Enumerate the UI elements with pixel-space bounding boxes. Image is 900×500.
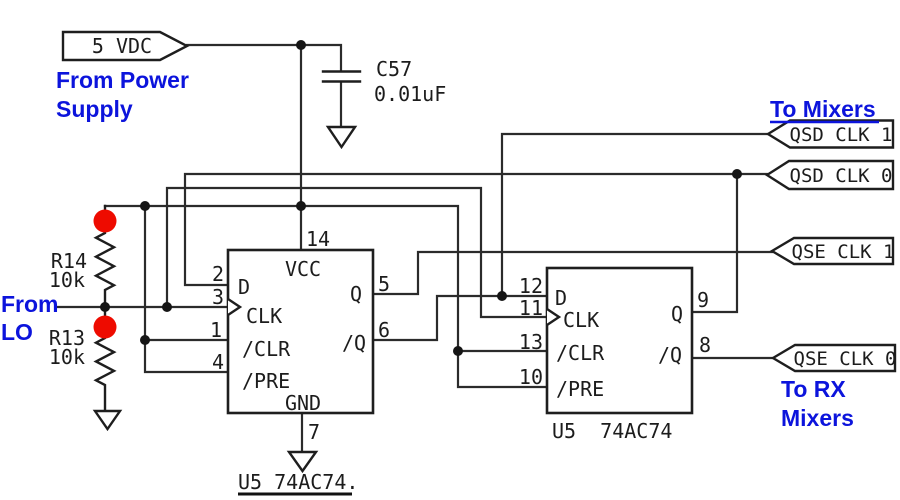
from-lo-line1: From (1, 291, 59, 317)
clock-triangle-ff1 (227, 298, 243, 316)
power-flag: 5 VDC (61, 30, 190, 62)
wire-5vdc-to-vcc (185, 43, 303, 252)
flag-shape (770, 343, 897, 373)
ff1-d-label: D (238, 275, 250, 299)
from-power-supply-line1: From Power (56, 67, 189, 93)
ff1-pin-clr: 1 (210, 318, 222, 342)
wires (55, 43, 775, 454)
flag-shape (764, 159, 895, 191)
ff2-pin-qn: 8 (699, 333, 711, 357)
junction-dot (100, 302, 110, 312)
wire-qn1-to-d2 (371, 294, 549, 342)
flag-label: QSD CLK 1 (790, 124, 893, 146)
wire-q1-qseclk1 (371, 250, 774, 296)
junction-dot (162, 302, 172, 312)
junction-dots (100, 40, 742, 356)
r13-zigzag (93, 305, 117, 413)
ff2-qn-label: /Q (658, 343, 682, 367)
flipflop1-body (226, 248, 375, 415)
flag-qse-clk-1: QSE CLK 1 (769, 236, 895, 266)
ff1-pin-gnd: 7 (308, 420, 320, 444)
junction-dot (453, 346, 463, 356)
cap-value: 0.01uF (374, 82, 446, 106)
wire-q2-up (690, 172, 739, 314)
ff2-pin-clk: 11 (519, 296, 543, 320)
ff1-clk-label: CLK (246, 304, 282, 328)
ff2-q-label: Q (671, 302, 683, 326)
power-flag-shape (61, 30, 190, 62)
to-rx-mixers-line1: To RX (781, 376, 846, 402)
resistor-r14 (93, 204, 117, 309)
ff2-d-label: D (555, 286, 567, 310)
r14-ref: R14 (51, 249, 87, 273)
clock-triangle-ff2 (546, 308, 562, 326)
ff2-pin-clr: 13 (519, 330, 543, 354)
ff2-pin-d: 12 (519, 274, 543, 298)
ff2-pre-label: /PRE (556, 377, 604, 401)
flag-shape (769, 236, 895, 266)
ff1-pre-label: /PRE (242, 369, 290, 393)
from-lo-line2: LO (1, 319, 33, 345)
junction-dot (732, 169, 742, 179)
from-power-supply-line2: Supply (56, 96, 133, 122)
flag-qse-clk-0: QSE CLK 0 (770, 343, 897, 373)
ff1-qn-label: /Q (342, 331, 366, 355)
ff2-pin-q: 9 (697, 288, 709, 312)
ff1-pin-d: 2 (212, 262, 224, 286)
ground-icon-r13 (92, 409, 123, 432)
ground-icon-gnd1 (286, 450, 319, 474)
ff1-vcc-label: VCC (285, 257, 321, 281)
red-marker-r14 (93, 209, 117, 233)
ff1-gnd-label: GND (285, 391, 321, 415)
r13-ref: R13 (49, 326, 85, 350)
flag-qsd-clk-1: QSD CLK 1 (765, 119, 895, 149)
junction-dot (140, 335, 150, 345)
flag-label: QSE CLK 1 (792, 241, 895, 263)
ground-icon-cap (325, 125, 358, 150)
ff1-pin-qn: 6 (378, 318, 390, 342)
ff1-pin-vcc: 14 (306, 227, 330, 251)
junction-dot (296, 201, 306, 211)
ff2-clk-label: CLK (563, 308, 599, 332)
flag-label: QSD CLK 0 (790, 165, 893, 187)
junction-dot (140, 201, 150, 211)
r13-value: 10k (49, 345, 85, 369)
blue-annotations: From Power Supply From LO To Mixers To R… (1, 67, 879, 431)
ff1-q-label: Q (350, 282, 362, 306)
ff1-pin-q: 5 (378, 272, 390, 296)
wire-qsdclk1 (500, 132, 770, 298)
wire-cap-branch (299, 43, 343, 73)
junction-dot (296, 40, 306, 50)
wire-d1-qsdclk0 (183, 172, 769, 287)
flag-qsd-clk-0: QSD CLK 0 (764, 159, 895, 191)
ff1-pin-pre: 4 (212, 350, 224, 374)
wire-rail-to-pre1 (143, 204, 230, 374)
red-marker-r13 (93, 315, 117, 339)
r14-value: 10k (49, 268, 85, 292)
bottom-ref-designator: U5 74AC74. (238, 470, 358, 494)
flipflop2-body (545, 266, 694, 415)
ff1-clr-label: /CLR (242, 337, 291, 361)
ff2-clr-label: /CLR (556, 341, 605, 365)
to-mixers-label: To Mixers (770, 96, 876, 122)
junction-dot (497, 291, 507, 301)
ff2-ref-designator: U5 74AC74 (552, 419, 672, 443)
flag-label: QSE CLK 0 (794, 348, 897, 370)
to-rx-mixers-line2: Mixers (781, 405, 854, 431)
power-flag-label: 5 VDC (92, 34, 152, 58)
wire-lo-to-clk2 (165, 186, 549, 319)
cap-ref: C57 (376, 57, 412, 81)
ff1-pin-clk: 3 (212, 285, 224, 309)
r14-zigzag (93, 204, 117, 309)
ff2-pin-pre: 10 (519, 365, 543, 389)
resistor-r13 (93, 305, 117, 413)
capacitor-c57 (321, 70, 362, 83)
